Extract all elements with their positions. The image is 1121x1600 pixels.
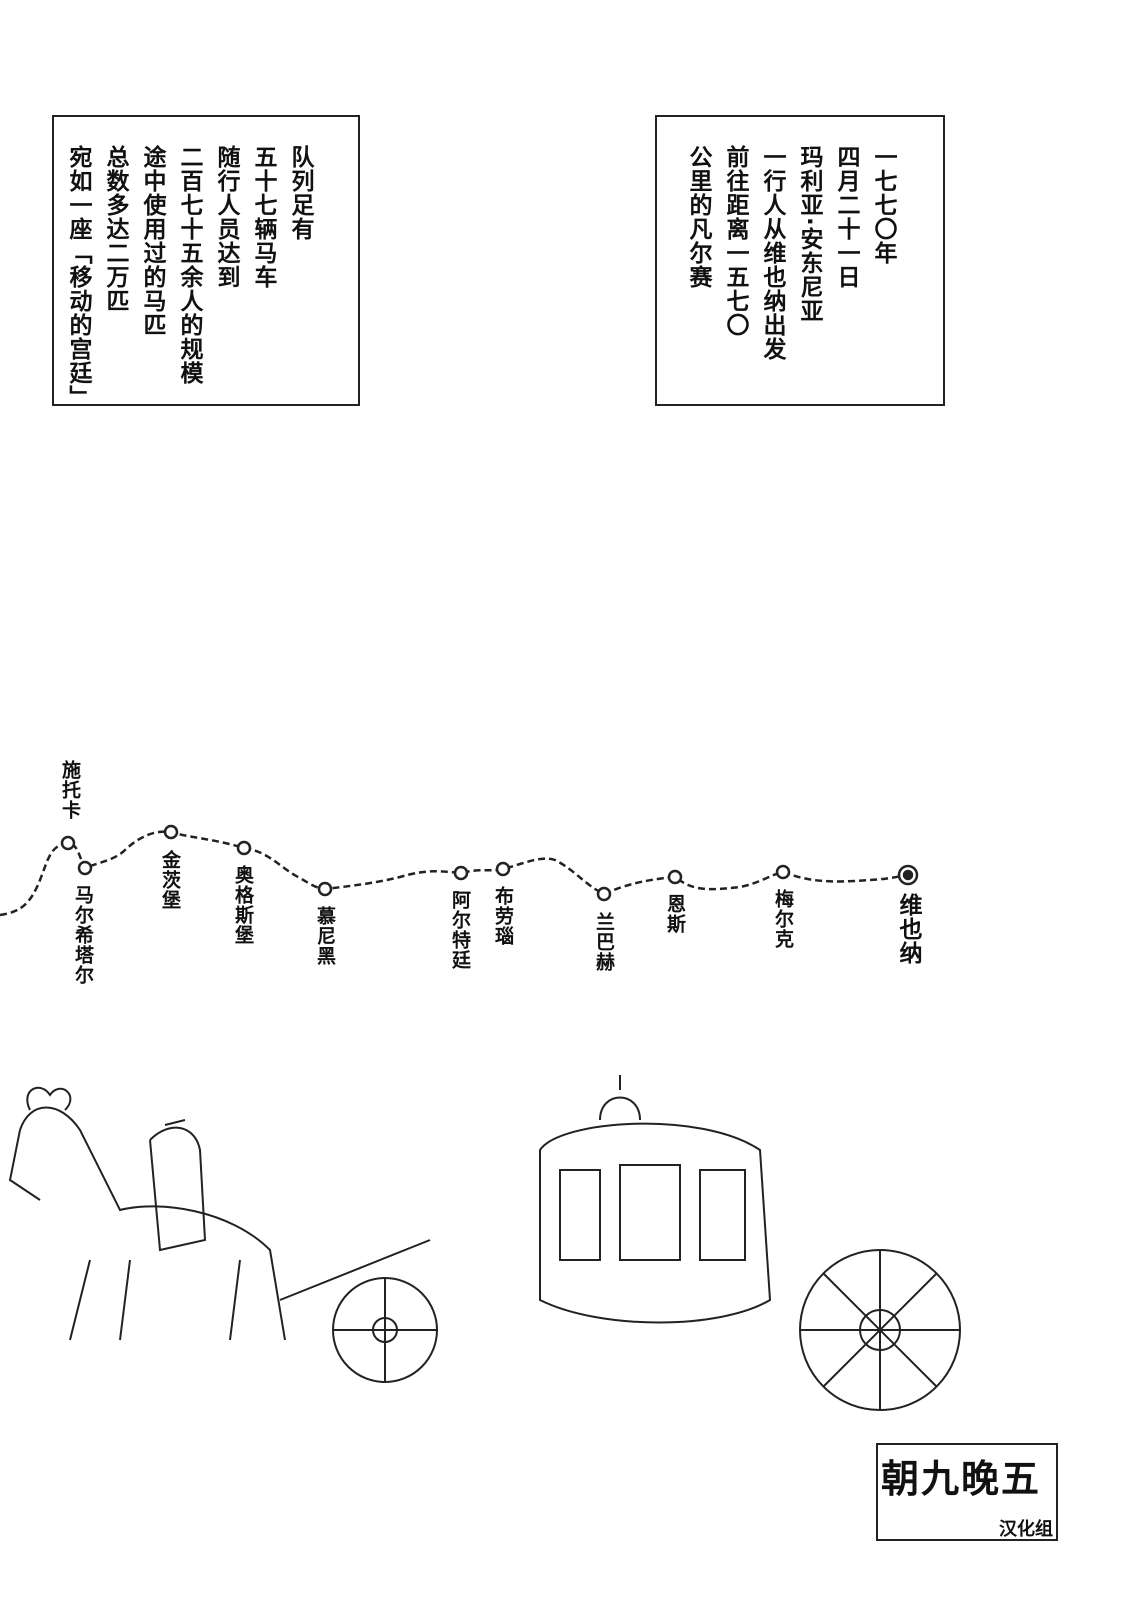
- station-label-gunzburg: 金茨堡: [159, 850, 181, 910]
- station-label-lambach: 兰巴赫: [593, 912, 615, 972]
- station-marker: [775, 864, 791, 880]
- caption-line: 一七七〇年: [870, 145, 896, 265]
- crown-ornament: [599, 1075, 641, 1121]
- station-marker: [596, 886, 612, 902]
- caption-box-left: 队列足有 五十七辆马车 随行人员达到 二百七十五余人的规模 途中使用过的马匹 总…: [52, 115, 360, 409]
- caption-line: 前往距离一五七〇: [722, 145, 748, 337]
- coach-body: [539, 1122, 772, 1324]
- station-label-melk: 梅尔克: [772, 889, 794, 949]
- logo-main-text: 朝九晚五: [881, 1456, 1042, 1501]
- caption-line: 途中使用过的马匹: [139, 145, 165, 337]
- caption-line: 总数多达二万匹: [102, 145, 128, 313]
- rider-drawing: [149, 1119, 207, 1252]
- harness-pole: [279, 1239, 431, 1301]
- caption-box-right: 一七七〇年 四月二十一日 玛利亚·安东尼亚 一行人从维也纳出发 前往距离一五七〇…: [655, 115, 945, 406]
- station-label-stockach: 施托卡: [59, 760, 81, 820]
- caption-line: 五十七辆马车: [250, 145, 276, 289]
- station-marker: [60, 835, 76, 851]
- station-marker: [163, 824, 179, 840]
- caption-text-left: 队列足有 五十七辆马车 随行人员达到 二百七十五余人的规模 途中使用过的马匹 总…: [59, 145, 318, 409]
- station-marker: [77, 860, 93, 876]
- station-label-marchtal: 马尔希塔尔: [72, 885, 94, 985]
- station-marker: [236, 840, 252, 856]
- caption-text-right: 一七七〇年 四月二十一日 玛利亚·安东尼亚 一行人从维也纳出发 前往距离一五七〇…: [679, 145, 901, 361]
- station-marker: [317, 881, 333, 897]
- logo-frame: [876, 1443, 1058, 1541]
- caption-line: 队列足有: [287, 145, 313, 241]
- caption-line: 宛如一座「移动的宫廷」: [65, 145, 91, 409]
- carriage-illustration: [8, 1075, 961, 1411]
- feather-plume: [26, 1086, 72, 1111]
- station-marker: [453, 865, 469, 881]
- station-label-augsburg: 奥格斯堡: [232, 865, 254, 945]
- station-label-munich: 慕尼黑: [314, 906, 336, 966]
- scanlation-logo: 朝九晚五 汉化组: [873, 1440, 1061, 1545]
- station-label-altotting: 阿尔特廷: [449, 890, 471, 970]
- caption-line: 玛利亚·安东尼亚: [796, 145, 822, 323]
- station-marker: [667, 869, 683, 885]
- station-label-enns: 恩斯: [664, 894, 686, 934]
- caption-line: 四月二十一日: [833, 145, 859, 289]
- caption-line: 二百七十五余人的规模: [176, 145, 202, 385]
- logo-sub-text: 汉化组: [999, 1519, 1053, 1540]
- caption-line: 一行人从维也纳出发: [759, 145, 785, 361]
- caption-line: 随行人员达到: [213, 145, 239, 289]
- station-label-braunau: 布劳瑙: [492, 886, 514, 946]
- station-label-vienna: 维也纳: [895, 893, 921, 965]
- caption-line: 公里的凡尔赛: [685, 145, 711, 289]
- origin-marker-inner: [902, 869, 914, 881]
- station-marker: [495, 861, 511, 877]
- horse-drawing: [8, 1106, 286, 1341]
